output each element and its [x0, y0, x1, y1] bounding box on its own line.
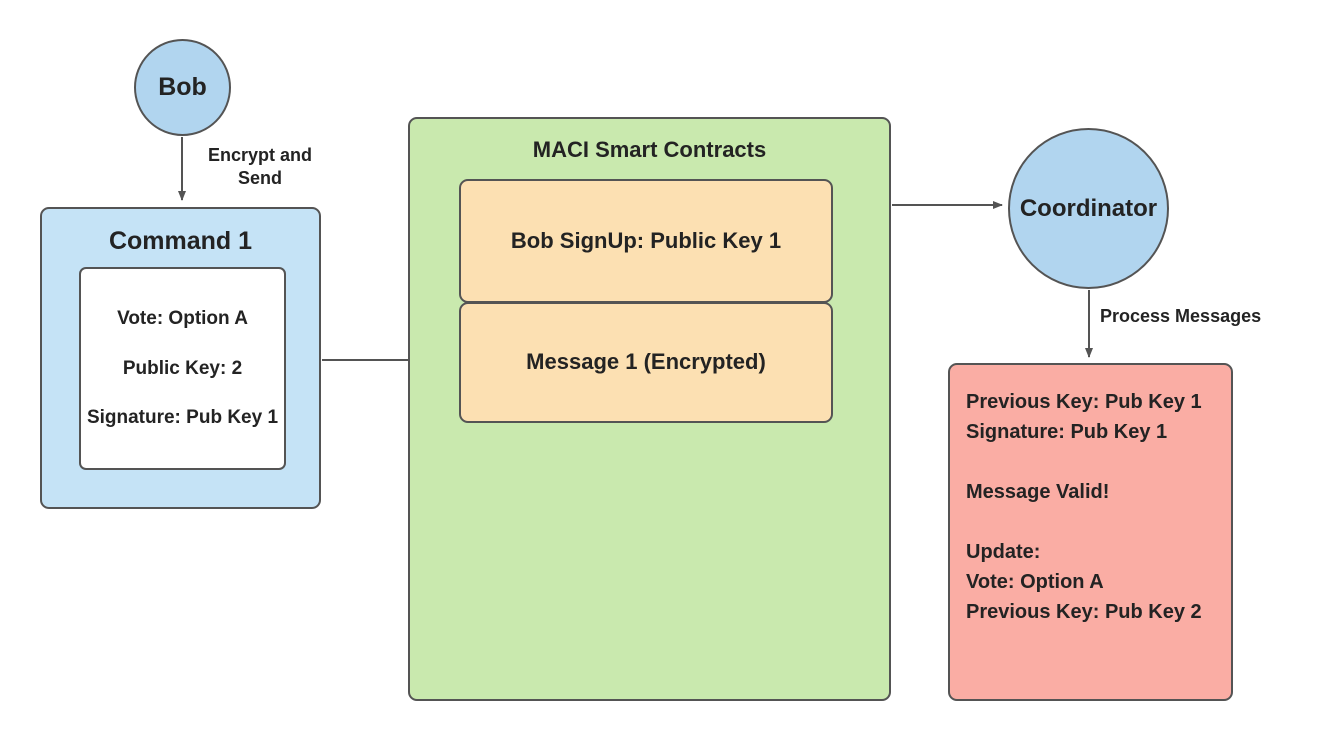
command-field-public-key: Public Key: 2	[122, 357, 243, 379]
command-1-title: Command 1	[108, 227, 253, 255]
node-processing-result[interactable]: Previous Key: Pub Key 1 Signature: Pub K…	[948, 363, 1233, 701]
node-bob-label: Bob	[158, 73, 207, 102]
command-field-vote: Vote: Option A	[117, 307, 248, 329]
maci-item-bob-signup-label: Bob SignUp: Public Key 1	[510, 227, 782, 253]
maci-item-bob-signup[interactable]: Bob SignUp: Public Key 1	[459, 179, 833, 303]
node-coordinator-label: Coordinator	[1019, 194, 1158, 222]
maci-title: MACI Smart Contracts	[532, 137, 767, 162]
maci-item-message-1[interactable]: Message 1 (Encrypted)	[459, 302, 833, 423]
command-field-signature: Signature: Pub Key 1	[86, 407, 279, 429]
maci-item-message-1-label: Message 1 (Encrypted)	[526, 349, 766, 375]
command-1-fields: Vote: Option A Public Key: 2 Signature: …	[79, 267, 286, 470]
node-command-1[interactable]: Command 1 Vote: Option A Public Key: 2 S…	[40, 207, 321, 509]
node-coordinator[interactable]: Coordinator	[1008, 128, 1169, 289]
node-bob[interactable]: Bob	[134, 39, 231, 136]
edge-label-process-messages: Process Messages	[1100, 306, 1262, 326]
edge-label-encrypt-and-send: Encrypt and Send	[207, 145, 313, 188]
node-maci-smart-contracts[interactable]: MACI Smart Contracts Bob SignUp: Public …	[408, 117, 891, 701]
